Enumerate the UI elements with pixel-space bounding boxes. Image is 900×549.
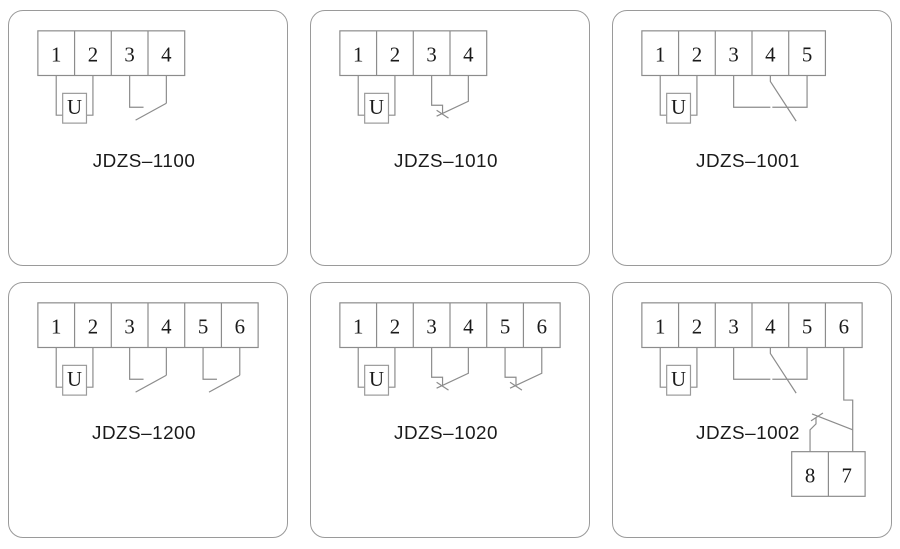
terminal-number-4: 4 [463,43,474,67]
coil-box [62,92,88,124]
coil-symbol: U [671,367,686,391]
terminal-number-3: 3 [124,315,134,339]
coil-box [364,364,390,396]
contact-nc-5-6 [504,347,543,391]
terminal-number-3: 3 [426,315,436,339]
coil-group: U [659,347,698,396]
coil-group: U [55,75,94,124]
coil-box [62,364,88,396]
terminal-number-5: 5 [198,315,208,339]
terminal-number-2: 2 [390,43,400,67]
contact-no-3-4 [129,347,167,393]
terminal-number-2: 2 [390,315,400,339]
coil-box [666,92,692,124]
coil-symbol: U [67,95,82,119]
model-label: JDZS–1200 [92,422,196,443]
coil-group: U [55,347,94,396]
terminal-number-1: 1 [655,43,665,67]
terminal-number-3: 3 [426,43,436,67]
feed-wire [843,347,854,409]
coil-symbol: U [671,95,686,119]
contact-no-3-4 [129,75,167,121]
terminal-number-4: 4 [765,43,776,67]
contact-nc-3-4 [431,75,469,119]
model-label: JDZS–1100 [93,150,196,171]
terminal-number-6: 6 [537,315,547,339]
extra-terminal-number-7: 7 [842,463,852,487]
coil-box [666,364,692,396]
terminal-number-2: 2 [692,43,702,67]
coil-group: U [357,75,396,124]
contact-nc-3-4 [431,347,469,391]
terminal-number-1: 1 [353,315,363,339]
coil-group: U [659,75,698,124]
terminal-number-3: 3 [728,315,738,339]
coil-symbol: U [369,95,384,119]
coil-symbol: U [369,367,384,391]
terminal-number-3: 3 [124,43,134,67]
terminal-number-2: 2 [88,315,98,339]
terminal-number-6: 6 [839,315,849,339]
terminal-number-4: 4 [765,315,776,339]
terminal-number-4: 4 [161,43,172,67]
model-label: JDZS–1002 [696,422,800,443]
terminal-number-2: 2 [692,315,702,339]
extra-terminal-number-8: 8 [805,463,815,487]
contact-co-3-4-5 [733,75,808,122]
contact-co-3-4-5 [733,347,808,394]
model-label: JDZS–1001 [696,150,800,171]
terminal-number-6: 6 [235,315,245,339]
model-label: JDZS–1020 [394,422,498,443]
contact-no-5-6 [202,347,241,393]
terminal-number-2: 2 [88,43,98,67]
terminal-number-1: 1 [655,315,665,339]
terminal-number-5: 5 [802,315,812,339]
terminal-number-1: 1 [51,43,61,67]
terminal-number-4: 4 [463,315,474,339]
terminal-number-5: 5 [802,43,812,67]
terminal-number-1: 1 [353,43,363,67]
model-label: JDZS–1010 [394,150,498,171]
coil-box [364,92,390,124]
coil-symbol: U [67,367,82,391]
coil-group: U [357,347,396,396]
terminal-number-3: 3 [728,43,738,67]
terminal-number-5: 5 [500,315,510,339]
terminal-number-1: 1 [51,315,61,339]
terminal-number-4: 4 [161,315,172,339]
